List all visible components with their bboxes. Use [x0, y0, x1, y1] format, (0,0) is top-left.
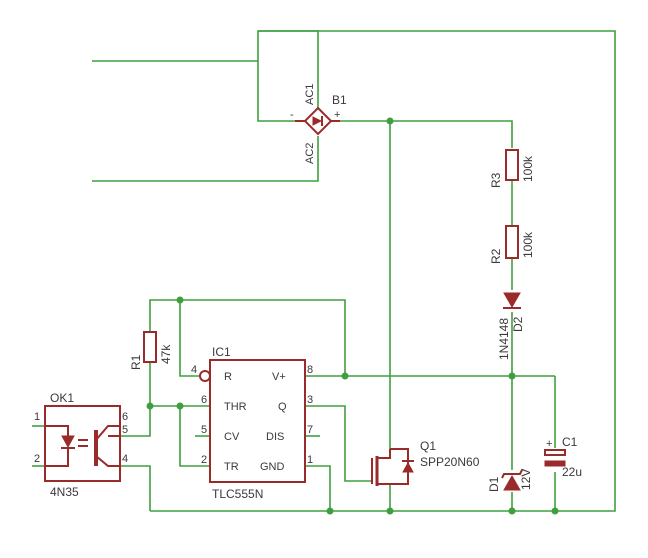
ok1-pinnum-1: 1: [34, 411, 40, 423]
b1-pin-minus: -: [290, 109, 294, 121]
ic1-pinnum-7: 7: [307, 424, 313, 436]
resistor-r2: R2 100k: [489, 225, 535, 264]
ic1-ref: IC1: [212, 345, 231, 359]
ic1-pinnum-6: 6: [201, 394, 207, 406]
c1-value: 22u: [562, 465, 582, 479]
d1-value: 12V: [519, 469, 533, 490]
ok1-ref: OK1: [50, 391, 74, 405]
wire-thr-tr: [179, 406, 210, 467]
wire-top-r1: [149, 299, 346, 376]
q1-ref: Q1: [420, 439, 436, 453]
wire-q-gate: [305, 405, 372, 482]
q1-drain-lead: [377, 449, 391, 459]
junction-dot: [508, 507, 516, 515]
wire-ok1-pin5: [120, 406, 151, 437]
mosfet-q1: Q1 SPP20N60: [371, 439, 480, 486]
bridge-rectifier-b1: B1 - + AC1 AC2: [290, 84, 347, 164]
ic1-pinnum-5: 5: [201, 424, 207, 436]
ic1-pin-gnd: GND: [260, 461, 285, 473]
resistor-r3: R3 100k: [489, 149, 535, 188]
wire-bridge-plus: [340, 120, 513, 148]
b1-pin-plus: +: [334, 109, 340, 121]
d1-ref: D1: [487, 476, 501, 492]
junction-dot: [146, 402, 154, 410]
d2-body: [503, 292, 521, 309]
junction-dot: [386, 507, 394, 515]
ic1-pin-tr: TR: [224, 461, 239, 473]
junction-dot: [326, 507, 334, 515]
ic1-pinnum-2: 2: [201, 454, 207, 466]
wire-ok1-pin4: [120, 465, 151, 511]
c1-plate-top: [544, 449, 566, 456]
ok1-led-lead-bottom: [45, 448, 69, 467]
ok1-value: 4N35: [50, 485, 79, 499]
r3-value: 100k: [521, 155, 535, 182]
ok1-emitter: [95, 455, 120, 467]
junction-dot: [386, 117, 394, 125]
ic1-pinnum-1: 1: [307, 454, 313, 466]
r2-value: 100k: [521, 231, 535, 258]
r1-ref: R1: [129, 354, 143, 370]
wire-right-return: [150, 30, 616, 512]
b1-ref: B1: [332, 93, 347, 107]
ic1-value: TLC555N: [212, 487, 263, 501]
ic1-pin-q: Q: [278, 401, 287, 413]
ic1-pin-cv: CV: [224, 431, 240, 443]
ic1-pin-thr: THR: [224, 401, 247, 413]
q1-body-diode-icon: [402, 461, 414, 473]
ic1-reset-bubble: [199, 370, 211, 382]
q1-body-diode-lead: [390, 448, 409, 485]
c1-plate-bottom: [544, 460, 566, 467]
d1-body: [503, 474, 521, 491]
diode-d2: D2 1N4148: [497, 292, 525, 360]
ic1-pin-r: R: [224, 371, 232, 383]
b1-pin-ac2: AC2: [304, 143, 316, 164]
wire-ac1-loop: [257, 30, 319, 122]
ok1-body: [44, 405, 121, 482]
junction-dot: [508, 372, 516, 380]
junction-dot: [176, 296, 184, 304]
ok1-pinnum-6: 6: [122, 411, 128, 423]
zener-diode-d1: D1 12V: [487, 469, 533, 492]
optocoupler-ok1: OK1 4N35 1 2 6 5 4: [34, 391, 128, 499]
ok1-led-lead-top: [45, 425, 69, 436]
r2-body: [505, 225, 519, 259]
ok1-pinnum-5: 5: [122, 424, 128, 436]
r1-value: 47k: [159, 344, 173, 364]
junctions: [146, 117, 559, 515]
r3-ref: R3: [489, 172, 503, 188]
bridge-body: [303, 106, 333, 136]
ok1-led-icon: [61, 435, 75, 449]
ic1-tlc555n: IC1 TLC555N R THR CV TR V+ Q DIS GND 4 6…: [191, 345, 313, 501]
q1-value: SPP20N60: [420, 455, 480, 469]
ok1-collector: [95, 425, 120, 441]
d1-bar: [501, 469, 523, 479]
d2-value: 1N4148: [497, 318, 511, 360]
d2-ref: D2: [511, 316, 525, 332]
ok1-pinnum-4: 4: [122, 453, 128, 465]
ic1-body: [209, 359, 306, 483]
b1-pin-ac1: AC1: [304, 84, 316, 105]
capacitor-c1: + C1 22u: [544, 435, 582, 479]
wire-reset: [179, 300, 200, 377]
junction-dot: [341, 372, 349, 380]
ic1-pin-dis: DIS: [266, 431, 284, 443]
resistor-r1: R1 47k: [129, 331, 173, 370]
ic1-pin-vplus: V+: [272, 371, 286, 383]
c1-plus-sign: +: [546, 438, 552, 450]
ic1-pinnum-3: 3: [307, 394, 313, 406]
ic1-pinnum-4: 4: [191, 364, 197, 376]
ok1-pinnum-2: 2: [34, 453, 40, 465]
r1-body: [143, 331, 157, 363]
c1-ref: C1: [562, 435, 578, 449]
wire-ac-in-bottom: [92, 136, 319, 182]
ic1-pinnum-8: 8: [307, 364, 313, 376]
bridge-diode-icon: [312, 116, 323, 126]
junction-dot: [176, 402, 184, 410]
wire-gnd: [305, 465, 331, 511]
r2-ref: R2: [489, 248, 503, 264]
junction-dot: [551, 507, 559, 515]
r3-body: [505, 149, 519, 181]
